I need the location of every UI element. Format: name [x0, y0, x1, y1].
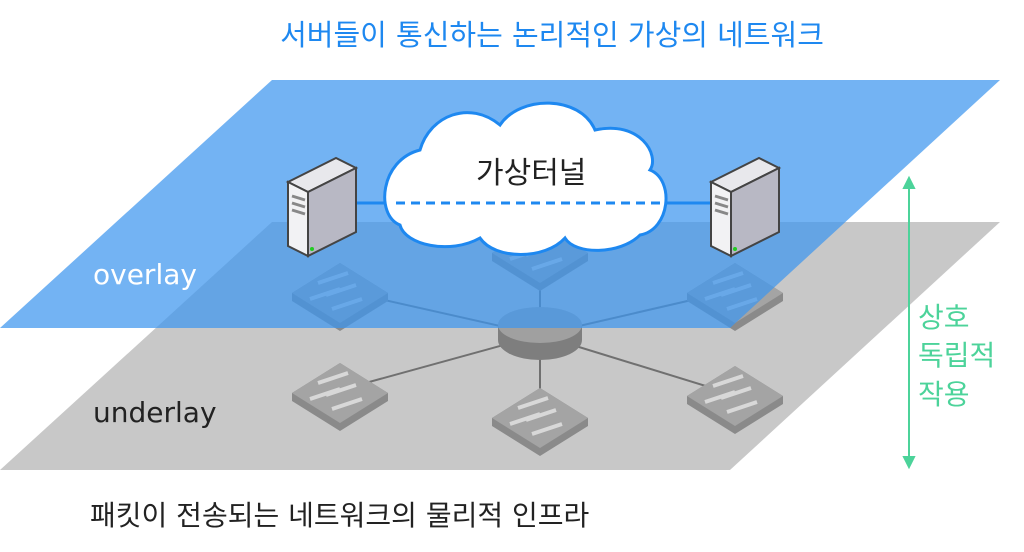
underlay-label: underlay [93, 396, 217, 429]
bottom-caption: 패킷이 전송되는 네트워크의 물리적 인프라 [90, 499, 590, 532]
server-icon [285, 156, 359, 258]
diagram-title: 서버들이 통신하는 논리적인 가상의 네트워크 [280, 18, 824, 52]
cloud-icon [383, 101, 668, 256]
relation-label: 작용 [918, 378, 970, 411]
relation-label: 상호 [918, 301, 970, 334]
tunnel-label: 가상터널 [476, 156, 587, 191]
overlay-label: overlay [93, 258, 197, 291]
double-arrow-icon [902, 175, 916, 470]
server-icon [708, 156, 782, 258]
relation-label: 독립적 [918, 339, 996, 372]
